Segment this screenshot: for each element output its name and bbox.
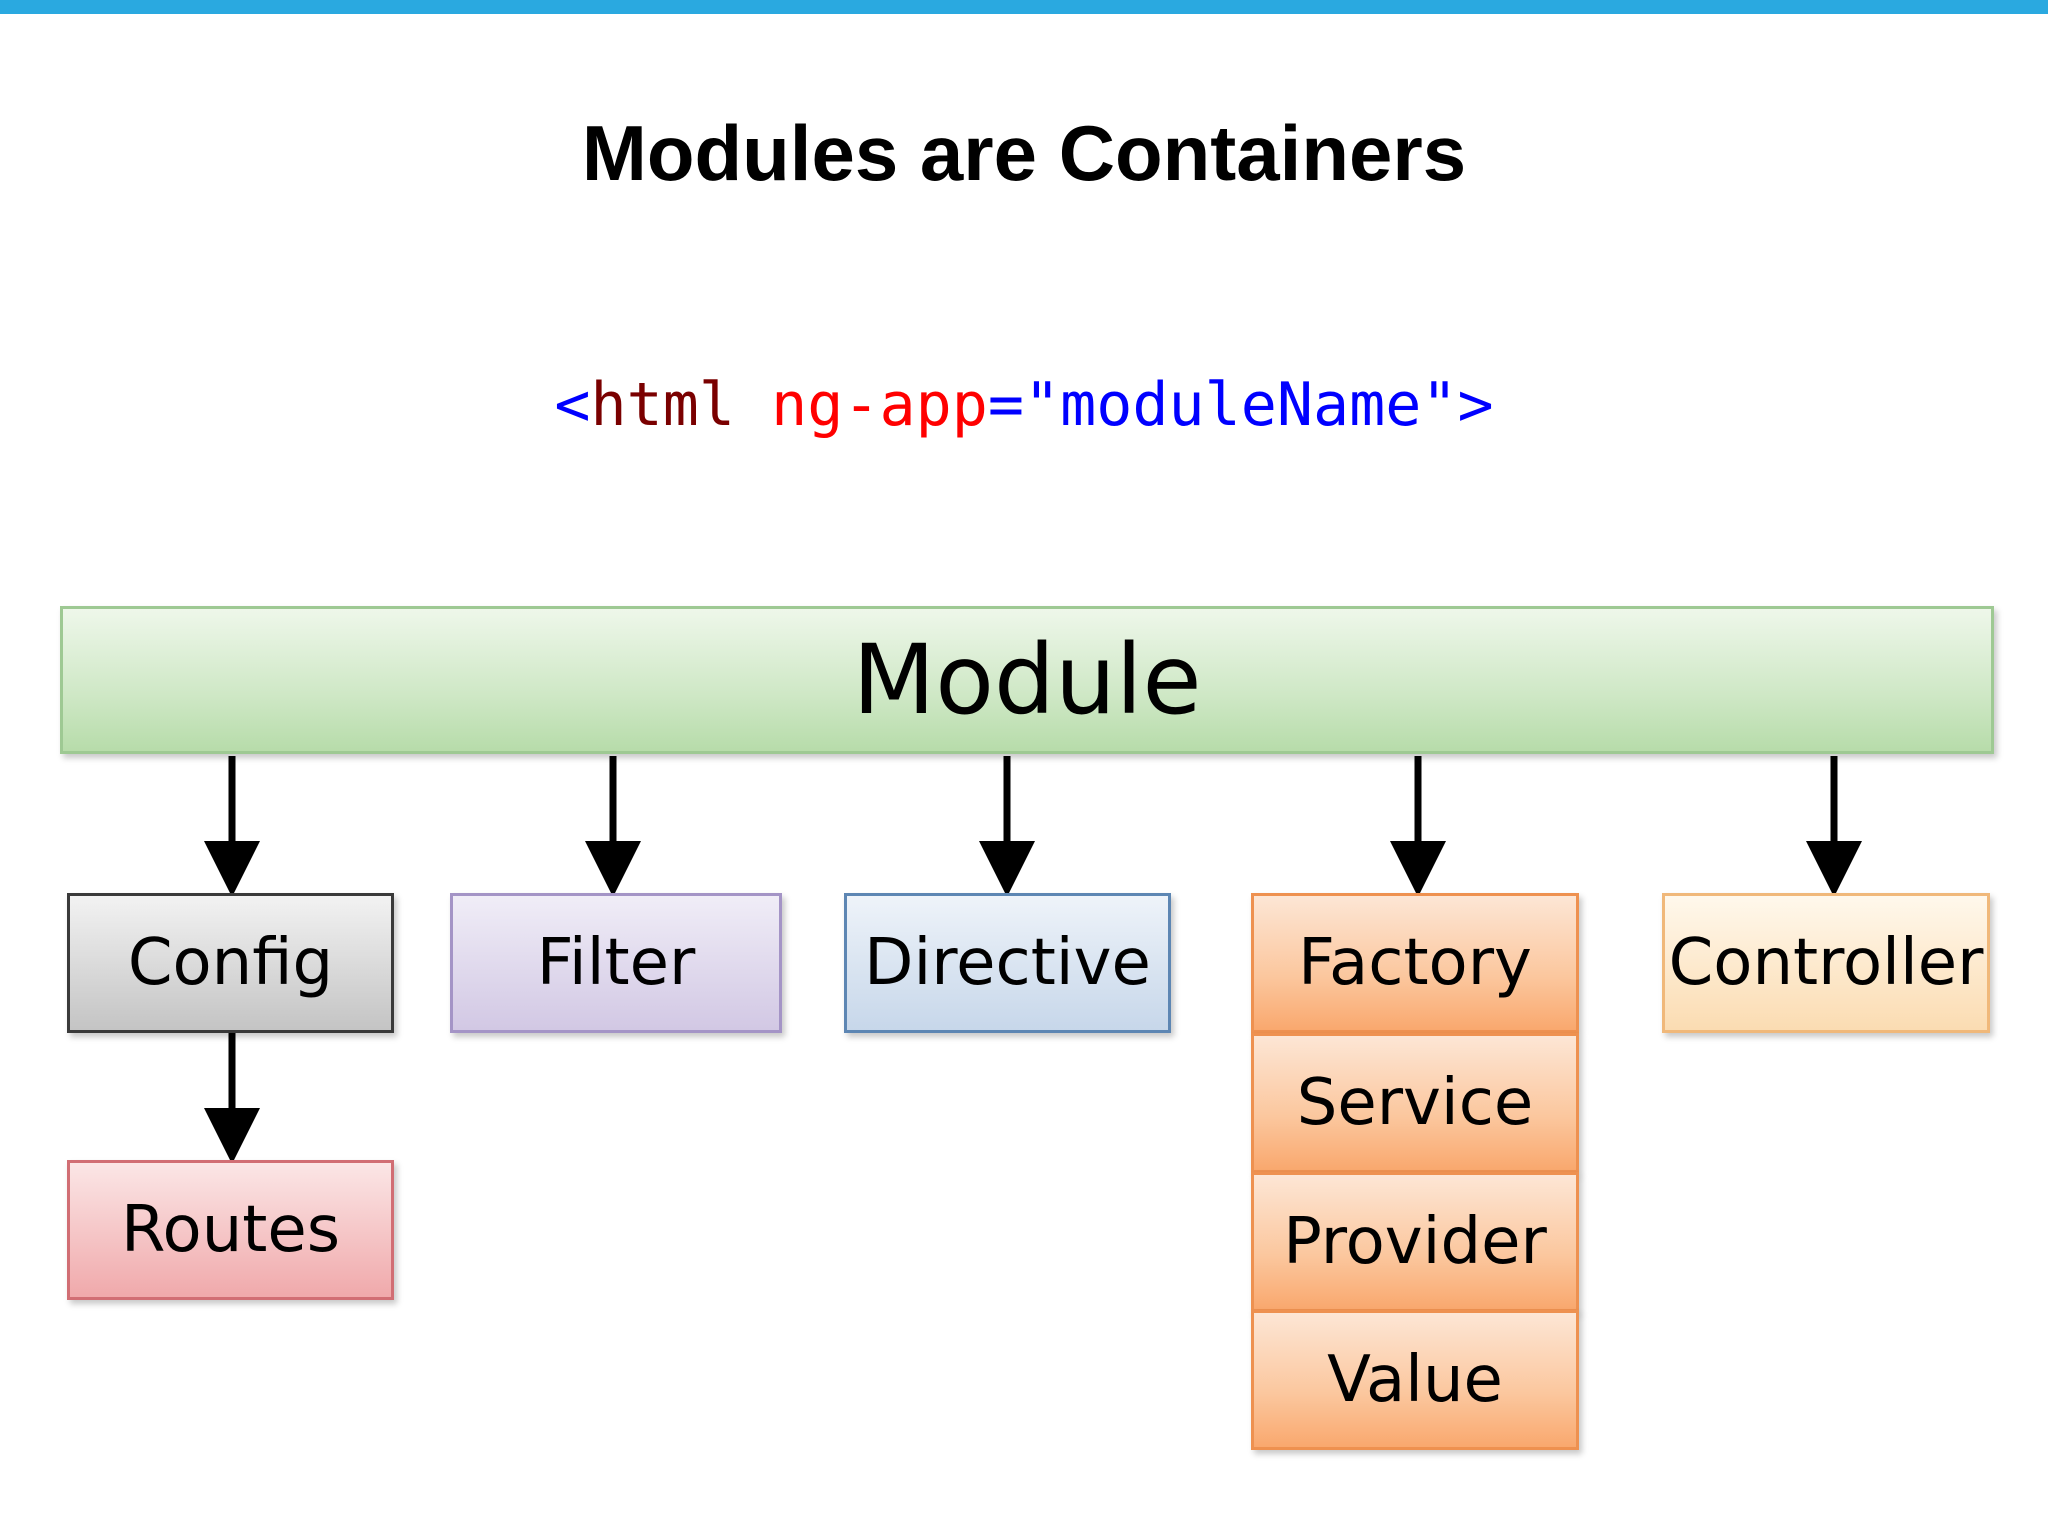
module-box: Module: [60, 606, 1994, 754]
slide-title: Modules are Containers: [581, 109, 1467, 197]
service-box: Service: [1251, 1033, 1579, 1173]
code-attr-value: "moduleName": [1024, 370, 1458, 440]
code-close-bracket: >: [1457, 370, 1494, 440]
filter-box: Filter: [450, 893, 782, 1033]
controller-box: Controller: [1662, 893, 1990, 1033]
routes-box: Routes: [67, 1160, 394, 1300]
provider-box: Provider: [1251, 1172, 1579, 1312]
top-accent-bar: [0, 0, 2048, 14]
code-open-bracket: <: [554, 370, 591, 440]
code-tag-html: html: [590, 370, 736, 440]
factory-box: Factory: [1251, 893, 1579, 1033]
code-attr-ng-app: ng-app: [771, 370, 988, 440]
code-snippet: <html ng-app="moduleName">: [0, 370, 2048, 440]
value-box: Value: [1251, 1310, 1579, 1450]
code-equals: =: [987, 370, 1024, 440]
directive-box: Directive: [844, 893, 1171, 1033]
config-box: Config: [67, 893, 394, 1033]
